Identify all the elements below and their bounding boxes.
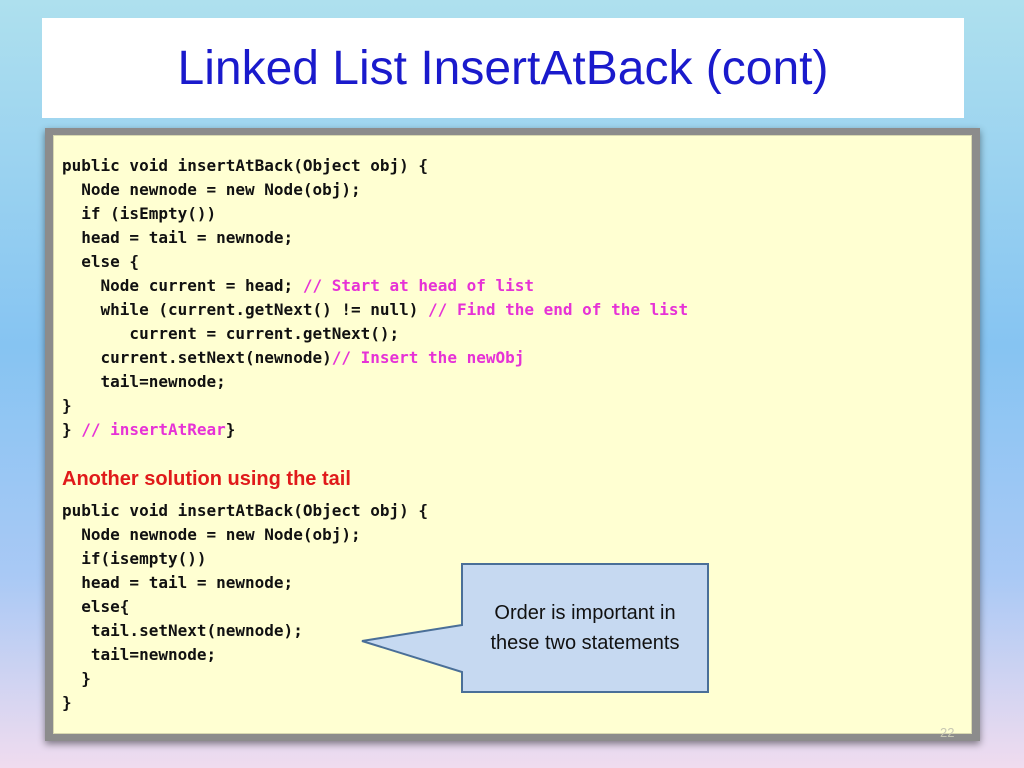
callout-line: Order is important in [494, 602, 676, 624]
code-line: current.setNext(newnode)// Insert the ne… [62, 348, 525, 367]
code-line: head = tail = newnode; [62, 228, 294, 247]
code-line: } [62, 669, 91, 688]
slide-title: Linked List InsertAtBack (cont) [177, 41, 829, 95]
code-line: tail.setNext(newnode); [62, 621, 303, 640]
code-line: } [62, 693, 72, 712]
code-line: Node newnode = new Node(obj); [62, 180, 361, 199]
code-line: Node current = head; // Start at head of… [62, 276, 535, 295]
code-line: } [62, 396, 72, 415]
slide-number: 22 [940, 725, 955, 740]
code-line: tail=newnode; [62, 645, 217, 664]
title-box: Linked List InsertAtBack (cont) [42, 18, 964, 118]
content-frame [45, 128, 980, 741]
code-line: } // insertAtRear} [62, 420, 236, 439]
code-line: public void insertAtBack(Object obj) { [62, 501, 429, 520]
code-line: else { [62, 252, 140, 271]
solution-heading: Another solution using the tail [62, 468, 351, 490]
code-line: if (isEmpty()) [62, 204, 217, 223]
code-line: current = current.getNext(); [62, 324, 400, 343]
code-line: else{ [62, 597, 130, 616]
code-line: while (current.getNext() != null) // Fin… [62, 300, 689, 319]
code-line: if(isempty()) [62, 549, 207, 568]
callout-line: these two statements [490, 632, 680, 654]
code-line: head = tail = newnode; [62, 573, 294, 592]
callout-text: Order is important in these two statemen… [462, 598, 708, 658]
code-line: public void insertAtBack(Object obj) { [62, 156, 429, 175]
code-line: Node newnode = new Node(obj); [62, 525, 361, 544]
code-line: tail=newnode; [62, 372, 226, 391]
